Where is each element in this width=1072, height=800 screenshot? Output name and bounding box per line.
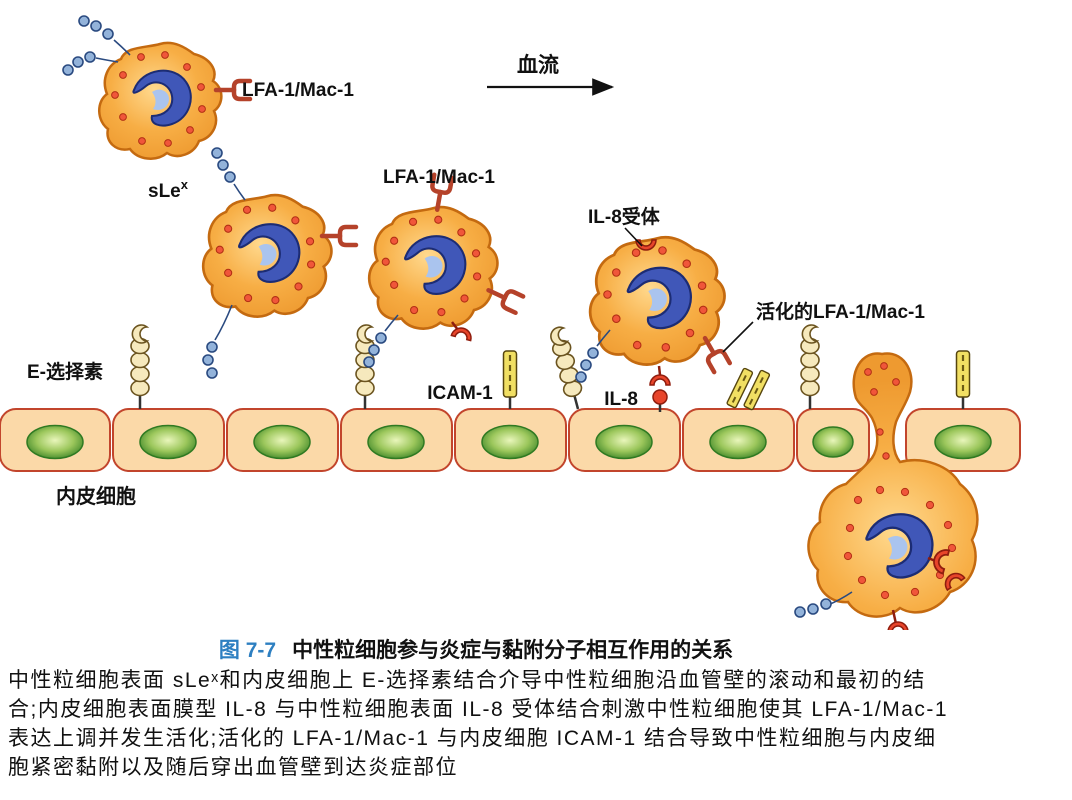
blood-flow-indicator: 血流 xyxy=(487,53,615,96)
e-selectin-receptor xyxy=(546,324,588,413)
neutrophil-transmigrating xyxy=(794,352,979,630)
figure-diagram: 血流 LFA-1/Mac-1 LFA-1/Mac-1 sLex IL-8受体 活… xyxy=(0,15,1021,630)
figure-number: 图 7-7 xyxy=(218,639,277,662)
label-endothelium: 内皮细胞 xyxy=(56,484,136,508)
figure-caption: 图 7-7 中性粒细胞参与炎症与黏附分子相互作用的关系 xyxy=(0,634,1072,664)
figure-description: 中性粒细胞表面 sLeˣ和内皮细胞上 E-选择素结合介导中性粒细胞沿血管壁的滚动… xyxy=(8,666,1064,782)
label-lfa1-top: LFA-1/Mac-1 xyxy=(242,80,354,101)
label-slex: sLex xyxy=(148,177,189,202)
neutrophil-4 xyxy=(575,237,772,412)
slex-bead-chain xyxy=(62,51,119,76)
il8-receptor-hook xyxy=(887,609,909,630)
slex-bead-chain xyxy=(211,147,246,201)
neutrophil-2 xyxy=(202,147,356,379)
slex-bead-chain xyxy=(794,591,853,618)
endothelium-layer xyxy=(0,408,1021,472)
figure-title: 中性粒细胞参与炎症与黏附分子相互作用的关系 xyxy=(292,639,734,662)
il8-receptor-hook xyxy=(649,365,671,386)
leader-line-il8-receptor xyxy=(624,227,643,247)
leader-line-activated-lfa1 xyxy=(722,321,754,353)
icam1-molecule xyxy=(955,349,971,411)
label-activated-lfa1: 活化的LFA-1/Mac-1 xyxy=(756,300,925,323)
receptor-hooks xyxy=(927,546,966,591)
endothelial-nuclei xyxy=(26,424,992,460)
label-e-selectin: E-选择素 xyxy=(27,360,103,383)
il8-receptor-hook xyxy=(450,321,474,342)
label-icam1: ICAM-1 xyxy=(427,383,493,404)
label-blood-flow: 血流 xyxy=(517,53,559,77)
neutrophil-1 xyxy=(62,15,250,159)
description-line: 胞紧密黏附以及随后穿出血管壁到达炎症部位 xyxy=(8,756,458,779)
label-il8: IL-8 xyxy=(604,389,638,410)
description-line: 合;内皮细胞表面膜型 IL-8 与中性粒细胞表面 IL-8 受体结合刺激中性粒细… xyxy=(8,698,949,721)
description-line: 表达上调并发生活化;活化的 LFA-1/Mac-1 与内皮细胞 ICAM-1 结… xyxy=(8,727,937,750)
e-selectin-receptor xyxy=(799,323,821,411)
il8-molecule xyxy=(652,389,668,412)
description-line: 中性粒细胞表面 sLeˣ和内皮细胞上 E-选择素结合介导中性粒细胞沿血管壁的滚动… xyxy=(8,669,926,692)
slex-bead-chain xyxy=(363,314,399,368)
neutrophil-3 xyxy=(363,175,523,368)
slex-bead-chain xyxy=(202,304,233,379)
slex-bead-chain xyxy=(575,329,611,383)
icam1-molecule xyxy=(502,349,518,411)
slex-bead-chain xyxy=(78,15,131,56)
e-selectin-receptor xyxy=(129,323,151,411)
label-il8-receptor: IL-8受体 xyxy=(588,205,661,228)
label-lfa1-mid: LFA-1/Mac-1 xyxy=(383,167,495,188)
